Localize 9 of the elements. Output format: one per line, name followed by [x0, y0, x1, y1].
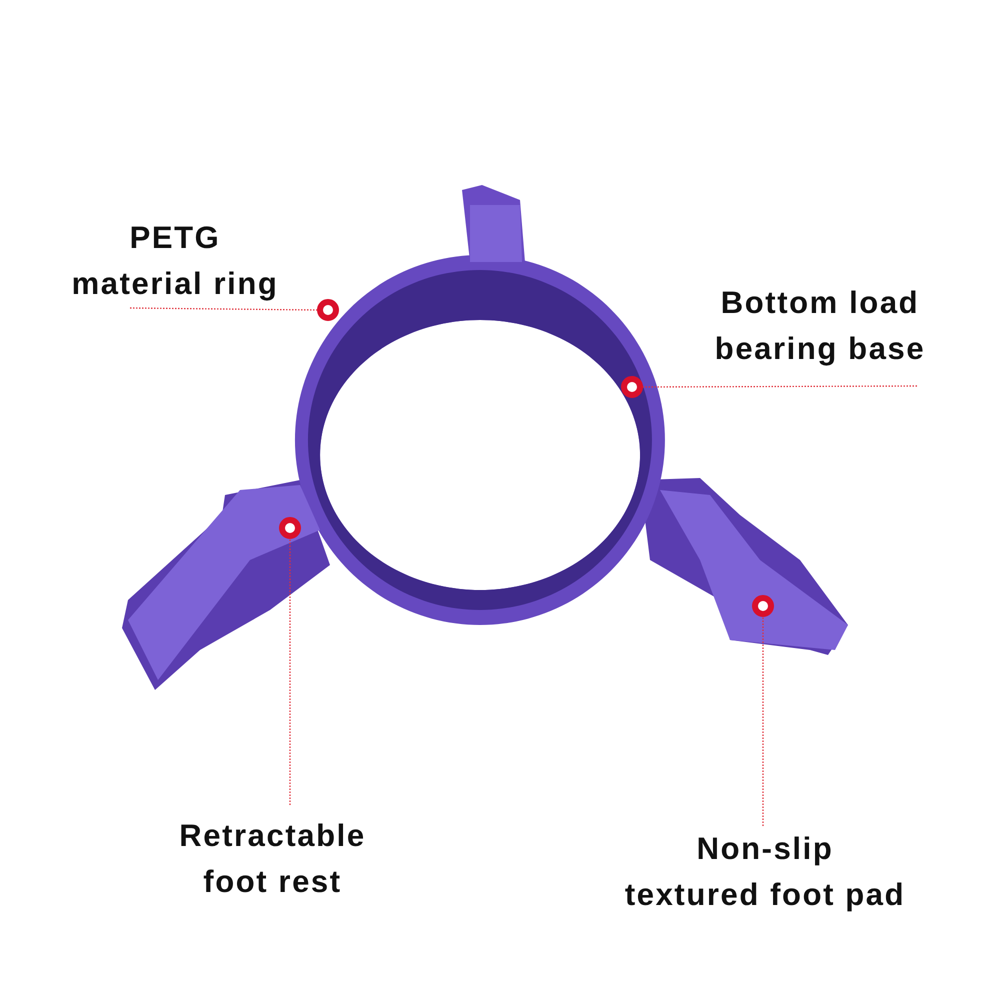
callout-label: Bottom load bearing base — [714, 284, 926, 368]
callout-label: PETG material ring — [70, 219, 280, 303]
leader-line — [643, 385, 917, 388]
leader-line — [130, 307, 317, 311]
leader-line — [289, 539, 291, 805]
leader-line — [762, 617, 764, 826]
callout-label: Non-slip textured foot pad — [624, 830, 906, 914]
callout-label: Retractable foot rest — [178, 817, 367, 901]
marker-dot — [317, 299, 339, 321]
